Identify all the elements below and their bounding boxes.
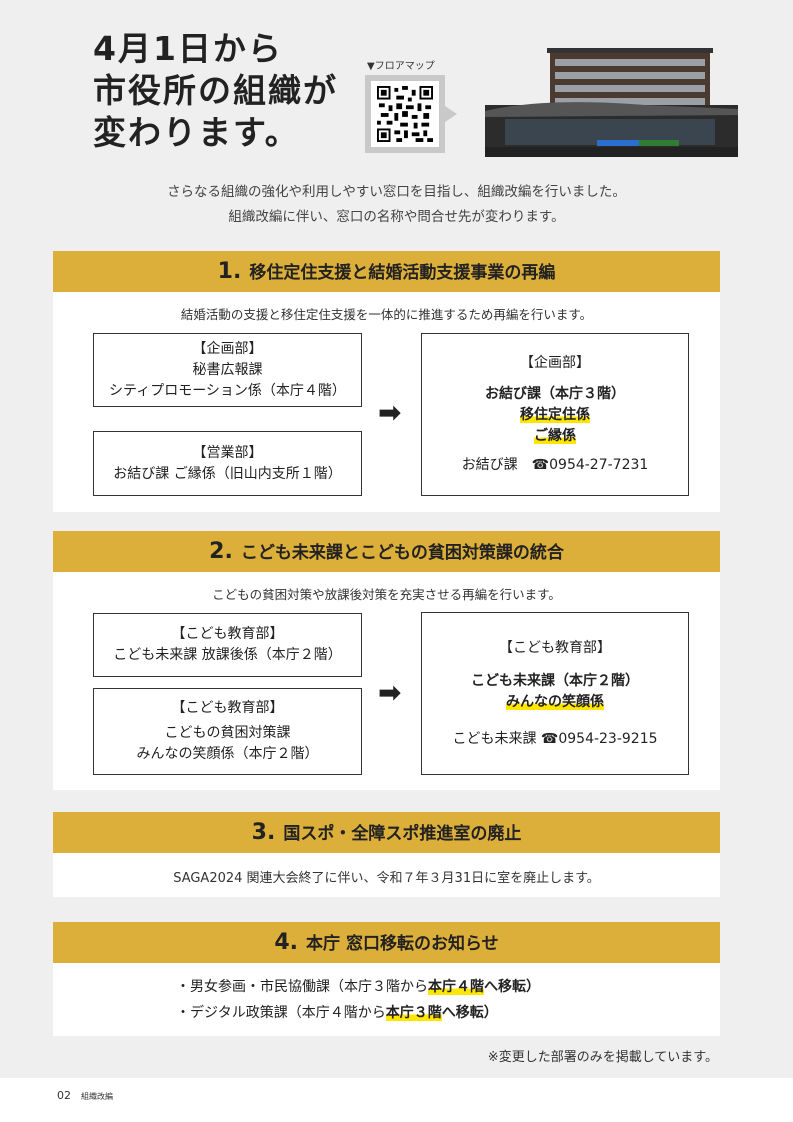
qr-code-icon [377, 86, 433, 142]
contact-phone: こども未来課 ☎0954-23-9215 [452, 730, 658, 747]
box-line: シティプロモーション係（本庁４階） [109, 382, 346, 399]
title-line: 変わります。 [93, 113, 300, 152]
box-line: こどもの貧困対策課 [164, 725, 291, 741]
section-number: 3. [251, 820, 276, 845]
new-unit: ご縁係 [534, 428, 576, 444]
section-3-header: 3. 国スポ・全障スポ推進室の廃止 [53, 812, 720, 853]
section-number: 2. [209, 539, 233, 564]
city-hall-photo [485, 45, 738, 157]
footer-label: 組織改編 [81, 1092, 113, 1101]
new-division: こども未来課（本庁２階） [471, 672, 639, 689]
section-number: 1. [217, 259, 242, 284]
item-text: へ移転） [441, 1005, 498, 1021]
new-division: お結び課（本庁３階） [485, 386, 625, 402]
before-box: 【こども教育部】 こども未来課 放課後係（本庁２階） [93, 613, 362, 677]
box-line: みんなの笑顔係（本庁２階） [136, 746, 319, 762]
section-2-header: 2. こども未来課とこどもの貧困対策課の統合 [53, 531, 720, 572]
list-item: ・デジタル政策課（本庁４階から本庁３階へ移転） [176, 1000, 540, 1026]
section-title: 移住定住支援と結婚活動支援事業の再編 [249, 263, 556, 283]
page-number: 02 [57, 1089, 71, 1102]
new-location: 本庁４階 [428, 979, 484, 995]
before-box: 【こども教育部】 こどもの貧困対策課 みんなの笑顔係（本庁２階） [93, 688, 362, 775]
section-3-body [53, 853, 720, 897]
list-item: ・男女参画・市民協働課（本庁３階から本庁４階へ移転） [176, 974, 540, 1000]
pointer-arrow-icon [445, 106, 457, 122]
relocation-list: ・男女参画・市民協働課（本庁３階から本庁４階へ移転） ・デジタル政策課（本庁４階… [176, 974, 540, 1026]
after-box: 【企画部】 お結び課（本庁３階） 移住定住係 ご縁係 お結び課 ☎0954-27… [421, 333, 689, 496]
new-unit: 移住定住係 [520, 407, 590, 423]
box-line: こども未来課 放課後係（本庁２階） [113, 647, 342, 663]
item-text: ・デジタル政策課（本庁４階から [176, 1005, 386, 1021]
new-location: 本庁３階 [385, 1005, 442, 1021]
floor-map-qr-code[interactable] [365, 75, 445, 153]
box-line: 秘書広報課 [192, 361, 263, 378]
page-footer: 02 組織改編 [57, 1089, 113, 1102]
section-number: 4. [274, 930, 299, 955]
box-line: お結び課 ご縁係（旧山内支所１階） [113, 465, 342, 482]
dept-label: 【営業部】 [192, 444, 263, 461]
floor-map-label: ▼フロアマップ [367, 61, 435, 72]
after-box: 【こども教育部】 こども未来課（本庁２階） みんなの笑顔係 こども未来課 ☎09… [421, 612, 689, 775]
section-title: こども未来課とこどもの貧困対策課の統合 [240, 543, 564, 563]
section-description: 結婚活動の支援と移住定住支援を一体的に推進するため再編を行います。 [180, 307, 593, 322]
new-unit: みんなの笑顔係 [506, 693, 604, 710]
footnote: ※変更した部署のみを掲載しています。 [487, 1050, 718, 1065]
dept-label: 【こども教育部】 [171, 626, 284, 642]
right-arrow-icon: ➡ [378, 396, 402, 429]
section-description: SAGA2024 関連大会終了に伴い、令和７年３月31日に室を廃止します。 [173, 871, 600, 886]
dept-label: 【企画部】 [520, 355, 590, 371]
item-text: ・男女参画・市民協働課（本庁３階から [176, 979, 428, 995]
page-title: 4月1日から 市役所の組織が 変わります。 [93, 28, 338, 154]
before-box: 【企画部】 秘書広報課 シティプロモーション係（本庁４階） [93, 333, 362, 407]
section-4-header: 4. 本庁 窓口移転のお知らせ [53, 922, 720, 963]
right-arrow-icon: ➡ [378, 676, 402, 709]
intro-text: 組織改編に伴い、窓口の名称や問合せ先が変わります。 [228, 209, 565, 225]
before-box: 【営業部】 お結び課 ご縁係（旧山内支所１階） [93, 431, 362, 496]
intro-text: さらなる組織の強化や利用しやすい窓口を目指し、組織改編を行いました。 [167, 184, 626, 200]
section-description: こどもの貧困対策や放課後対策を充実させる再編を行います。 [212, 587, 561, 602]
contact-phone: お結び課 ☎0954-27-7231 [461, 457, 649, 473]
dept-label: 【企画部】 [192, 340, 263, 357]
section-title: 国スポ・全障スポ推進室の廃止 [283, 824, 522, 844]
section-title: 本庁 窓口移転のお知らせ [306, 934, 499, 954]
dept-label: 【こども教育部】 [171, 700, 284, 716]
section-1-header: 1. 移住定住支援と結婚活動支援事業の再編 [53, 251, 720, 292]
dept-label: 【こども教育部】 [499, 639, 611, 656]
title-line: 4月1日から [93, 29, 283, 68]
item-text: へ移転） [484, 979, 540, 995]
title-line: 市役所の組織が [93, 71, 338, 110]
section-4-body [53, 963, 720, 1036]
